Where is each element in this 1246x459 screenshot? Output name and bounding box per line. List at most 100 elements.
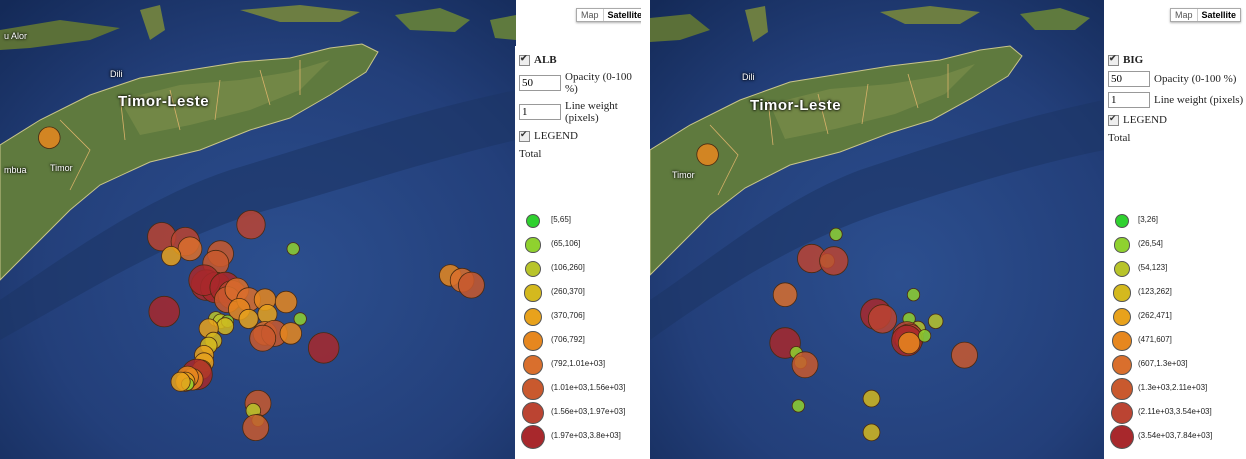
- ocean-trench: [650, 100, 1104, 340]
- data-point[interactable]: [242, 414, 270, 442]
- place-label: Dili: [742, 72, 755, 82]
- legend-swatch: [521, 425, 545, 449]
- map-type-control: Map Satellite: [576, 8, 641, 22]
- data-point[interactable]: [928, 313, 944, 330]
- legend-label: (471,607]: [1138, 335, 1172, 344]
- legend-swatch: [1112, 307, 1132, 327]
- legend-label: [3,26]: [1138, 215, 1159, 224]
- legend-item: (123,262]: [1104, 280, 1246, 304]
- satellite-map[interactable]: Timor-Leste Dili Timor u Alor mbua: [0, 0, 516, 459]
- data-point[interactable]: [249, 324, 277, 352]
- legend-label: (54,123]: [1138, 263, 1168, 272]
- data-point[interactable]: [791, 351, 819, 379]
- place-label: Dili: [110, 69, 123, 79]
- data-point[interactable]: [274, 290, 298, 314]
- opacity-input[interactable]: [519, 75, 561, 91]
- legend-swatch: [1115, 214, 1129, 228]
- map-button[interactable]: Map: [577, 9, 604, 21]
- satellite-map[interactable]: Timor-Leste Dili Timor: [650, 0, 1104, 459]
- data-point[interactable]: [819, 246, 849, 276]
- legend-label: [5,65]: [551, 215, 572, 224]
- legend-item: (3.54e+03,7.84e+03]: [1104, 424, 1246, 449]
- legend-label: (26,54]: [1138, 239, 1163, 248]
- ocean-trench: [0, 90, 516, 340]
- opacity-label: Opacity (0-100 %): [565, 71, 632, 95]
- layer-checkbox[interactable]: [1108, 53, 1119, 66]
- line-weight-label: Line weight (pixels): [1154, 94, 1244, 106]
- legend-item: (471,607]: [1104, 328, 1246, 352]
- legend-item: [3,26]: [1104, 208, 1246, 232]
- data-point[interactable]: [862, 389, 881, 408]
- place-label: Timor-Leste: [118, 93, 210, 110]
- legend-checkbox[interactable]: [1108, 113, 1119, 126]
- layer-checkbox[interactable]: [519, 53, 530, 66]
- legend-swatch: [523, 331, 543, 351]
- legend-item: (1.01e+03,1.56e+03]: [515, 376, 641, 400]
- data-point[interactable]: [897, 331, 921, 355]
- legend-toggle-label: LEGEND: [534, 130, 578, 142]
- legend-swatch: [1110, 425, 1134, 449]
- place-label: Timor: [50, 163, 73, 173]
- satellite-button[interactable]: Satellite: [1201, 10, 1237, 20]
- legend-label: (123,262]: [1138, 287, 1172, 296]
- legend-label: (607,1.3e+03]: [1138, 359, 1188, 368]
- legend-item: (262,471]: [1104, 304, 1246, 328]
- legend-toggle-label: LEGEND: [1123, 114, 1167, 126]
- legend-label: (706,792]: [551, 335, 585, 344]
- layer-name: ALB: [534, 54, 557, 66]
- opacity-input[interactable]: [1108, 71, 1150, 87]
- legend-item: (260,370]: [515, 280, 641, 304]
- legend-item: (54,123]: [1104, 256, 1246, 280]
- data-point[interactable]: [772, 282, 798, 308]
- place-label: mbua: [4, 165, 27, 175]
- data-point[interactable]: [457, 271, 485, 299]
- data-point[interactable]: [867, 304, 898, 334]
- map-button[interactable]: Map: [1171, 9, 1198, 21]
- data-point[interactable]: [170, 371, 191, 392]
- small-island: [490, 15, 516, 40]
- data-point[interactable]: [38, 126, 61, 149]
- legend-label: (260,370]: [551, 287, 585, 296]
- data-point[interactable]: [148, 295, 180, 328]
- data-point[interactable]: [293, 312, 307, 326]
- data-point[interactable]: [906, 288, 921, 302]
- map-panel-left: Timor-Leste Dili Timor u Alor mbua Map S…: [0, 0, 641, 459]
- legend-item: (2.11e+03,3.54e+03]: [1104, 400, 1246, 425]
- data-point[interactable]: [177, 236, 203, 262]
- satellite-button[interactable]: Satellite: [607, 10, 641, 20]
- data-point[interactable]: [279, 322, 303, 345]
- line-weight-input[interactable]: [519, 104, 561, 120]
- data-point[interactable]: [161, 246, 182, 267]
- data-point[interactable]: [791, 399, 805, 413]
- legend: [3,26] (26,54] (54,123] (123,262] (262,471] (…: [1104, 208, 1246, 449]
- data-point[interactable]: [917, 329, 932, 343]
- wetar-island: [880, 6, 980, 24]
- legend-label: (370,706]: [551, 311, 585, 320]
- data-point[interactable]: [829, 227, 843, 241]
- data-point[interactable]: [696, 143, 719, 166]
- data-point[interactable]: [862, 423, 881, 442]
- timor-island: [0, 43, 379, 281]
- place-label: Timor: [672, 170, 695, 180]
- district-borders: [709, 64, 949, 196]
- wetar-island: [240, 5, 360, 22]
- legend-swatch: [1113, 260, 1131, 278]
- legend-checkbox[interactable]: [519, 129, 530, 142]
- data-point[interactable]: [951, 341, 978, 369]
- legend-label: (1.56e+03,1.97e+03]: [551, 407, 626, 416]
- legend-label: (65,106]: [551, 239, 581, 248]
- legend-item: [5,65]: [515, 208, 641, 232]
- legend-swatch: [522, 354, 544, 376]
- data-point[interactable]: [286, 242, 300, 256]
- legend-item: (26,54]: [1104, 232, 1246, 256]
- legend-swatch: [522, 378, 544, 400]
- data-point[interactable]: [238, 308, 259, 329]
- atauro-island: [745, 6, 768, 42]
- data-point[interactable]: [236, 210, 266, 240]
- data-point[interactable]: [308, 332, 340, 364]
- data-point[interactable]: [216, 317, 235, 335]
- line-weight-input[interactable]: [1108, 92, 1150, 108]
- legend-item: (706,792]: [515, 328, 641, 352]
- legend-swatch: [526, 214, 540, 228]
- data-points: [696, 143, 978, 442]
